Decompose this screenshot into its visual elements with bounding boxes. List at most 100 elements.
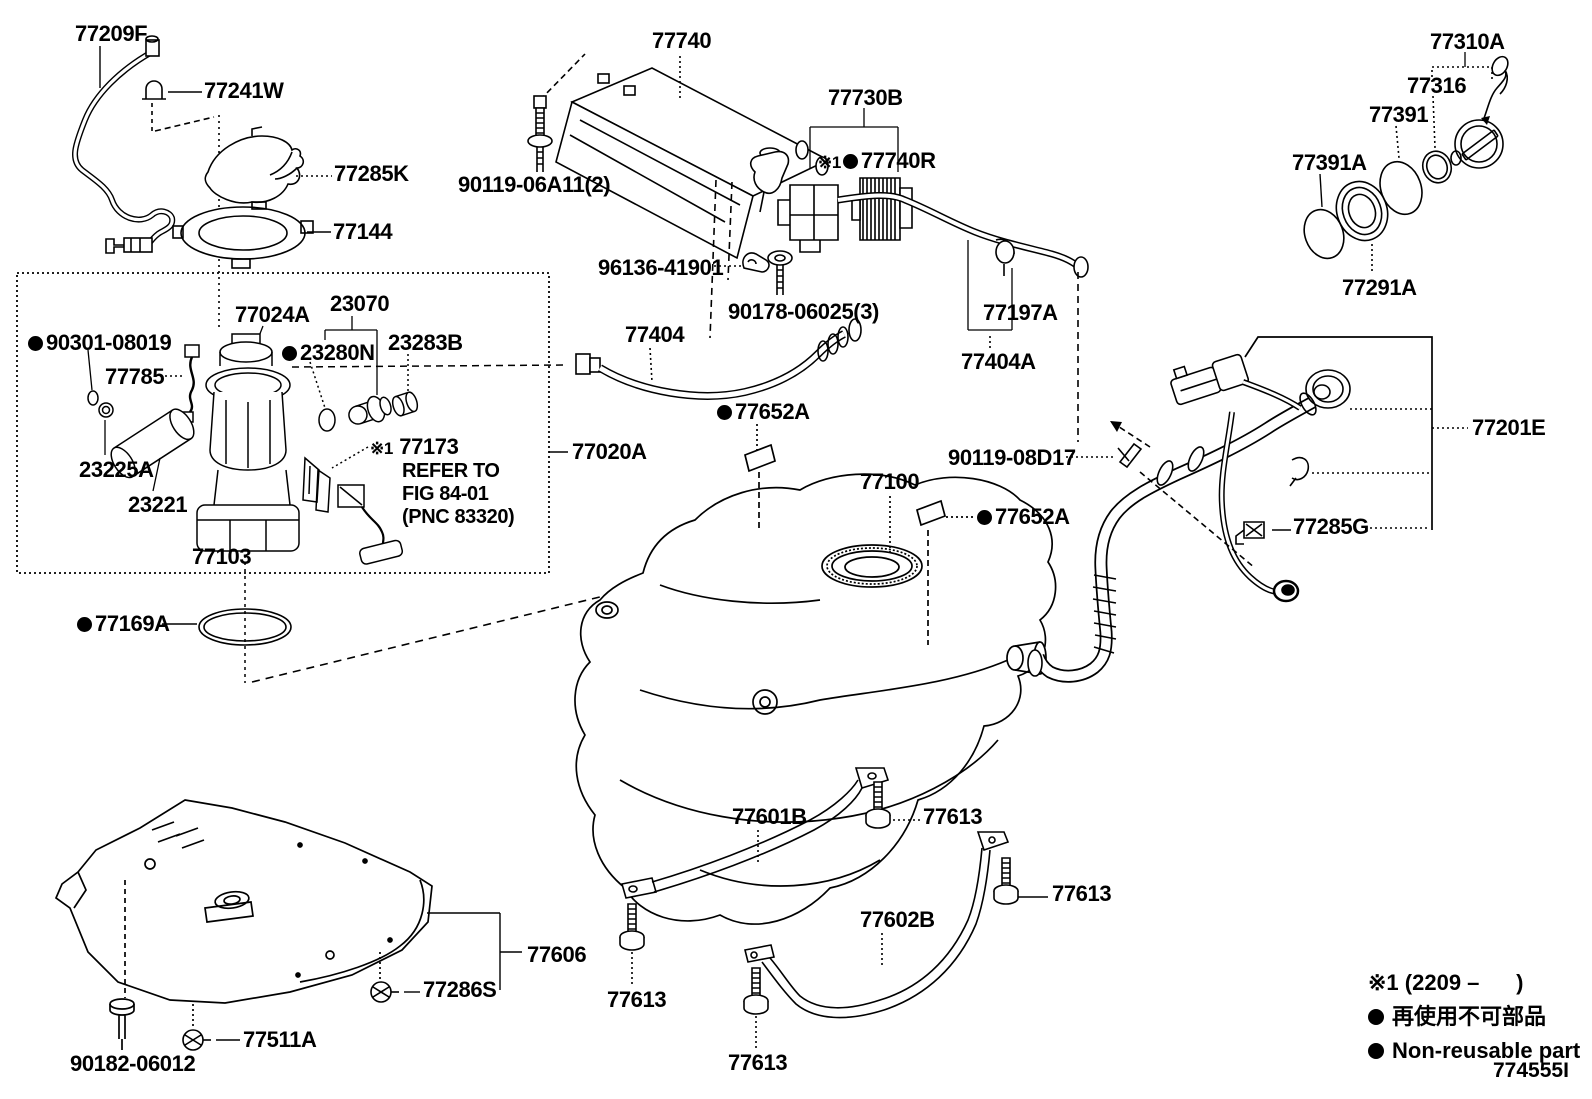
part-number-text: 77404 — [625, 322, 685, 347]
non-reusable-dot — [1368, 1009, 1384, 1026]
part-number-text: 77316 — [1407, 73, 1467, 98]
fuel-pump-77020A-drawing — [87, 316, 569, 683]
part-number-text: 77100 — [860, 469, 920, 494]
part-label-23225A: 23225A — [79, 458, 154, 481]
filler-pipe-77201E-drawing — [1027, 336, 1468, 683]
non-reusable-dot — [842, 154, 858, 169]
part-label-23221: 23221 — [128, 492, 188, 517]
part-label-77740: 77740 — [652, 28, 712, 53]
part-label-77404: 77404 — [625, 322, 685, 347]
part-label-90119-06A11(2): 90119-06A11(2) — [458, 172, 611, 197]
part-number-text: 77391 — [1369, 102, 1429, 127]
part-label-90301-08019: 90301-08019 — [28, 330, 172, 355]
oring-77169A-drawing — [162, 526, 887, 683]
part-label-77316: 77316 — [1407, 73, 1467, 98]
protector-77285K-drawing — [204, 126, 332, 204]
figure-code: 774555I — [1493, 1059, 1569, 1082]
part-label-77652A: 77652A — [717, 400, 810, 423]
part-number-text: 77785 — [105, 364, 165, 389]
hose-77404-drawing — [575, 318, 862, 400]
part-number-text: 77197A — [983, 300, 1058, 325]
part-label-77103: 77103 — [192, 544, 252, 569]
part-number-text: 77740 — [652, 28, 712, 53]
part-number-text: 90119-06A11(2) — [458, 172, 611, 197]
legend-jp-text: 再使用不可部品 — [1392, 1004, 1547, 1030]
part-number-text: 77201E — [1472, 415, 1546, 440]
part-number-text: 77241W — [204, 78, 284, 103]
retainer-77144-drawing — [172, 201, 331, 269]
part-number-text: 77103 — [192, 544, 252, 569]
part-number-text: FIG 84-01 — [402, 483, 489, 505]
part-label-77169A: 77169A — [77, 612, 170, 635]
part-label-77606: 77606 — [527, 942, 587, 967]
part-number-text: 77144 — [333, 219, 393, 244]
part-label-77601B: 77601B — [732, 805, 807, 828]
part-number-text: (PNC 83320) — [402, 506, 515, 528]
part-number-text: 23225A — [79, 457, 154, 482]
legend-note-en: Non-reusable part — [1368, 1037, 1580, 1065]
part-number-text: 77511A — [243, 1027, 317, 1052]
part-label-77144: 77144 — [333, 219, 393, 244]
part-label-90178-06025(3): 90178-06025(3) — [728, 300, 879, 323]
part-number-text: 77613 — [923, 804, 983, 829]
tank-bands-drawing — [619, 767, 1048, 1048]
part-label-77285G: 77285G — [1293, 515, 1369, 538]
part-label-77201E: 77201E — [1472, 415, 1546, 440]
part-number-text: 90119-08D17 — [948, 445, 1076, 470]
part-label-77241W: 77241W — [204, 79, 284, 102]
part-label-REFERTO: REFER TO — [402, 461, 500, 482]
non-reusable-dot — [717, 405, 732, 420]
part-number-text: 77209F — [75, 21, 148, 46]
legend-note-jp: 再使用不可部品 — [1368, 1003, 1580, 1031]
part-number-text: 77310A — [1430, 29, 1505, 54]
part-number-text: 77173 — [399, 434, 459, 459]
fuel-tank-77100-drawing — [574, 424, 1057, 925]
part-label-(PNC83320): (PNC 83320) — [402, 506, 515, 528]
part-number-text: 77613 — [1052, 881, 1112, 906]
non-reusable-dot — [977, 510, 992, 525]
valve-cluster-77730B-drawing — [714, 108, 1089, 442]
part-label-96136-41901: 96136-41901 — [598, 256, 724, 279]
part-number-text: 90301-08019 — [46, 330, 172, 355]
part-label-77391: 77391 — [1369, 102, 1429, 127]
part-label-77285K: 77285K — [334, 162, 409, 185]
part-label-77197A: 77197A — [983, 301, 1058, 324]
part-number-text: 90182-06012 — [70, 1051, 196, 1076]
part-label-77286S: 77286S — [423, 978, 497, 1001]
part-label-77652A: 77652A — [977, 505, 1070, 528]
part-label-77310A: 77310A — [1430, 30, 1505, 53]
part-number-text: 23280N — [300, 340, 375, 365]
part-number-text: 23283B — [388, 330, 463, 355]
part-number-text: 23221 — [128, 492, 188, 517]
part-number-text: 77020A — [572, 439, 647, 464]
part-label-77511A: 77511A — [243, 1027, 317, 1052]
part-number-text: 77285K — [334, 161, 409, 186]
part-number-text: 77391A — [1292, 150, 1367, 175]
part-number-text: 77024A — [235, 302, 310, 327]
part-label-90182-06012: 90182-06012 — [70, 1051, 196, 1076]
part-label-77173: ※1 77173 — [370, 434, 459, 459]
part-number-text: 77285G — [1293, 514, 1369, 539]
part-label-90119-08D17: 90119-08D17 — [948, 446, 1076, 469]
part-number-text: 77602B — [860, 907, 935, 932]
part-label-77613: 77613 — [923, 804, 983, 829]
part-label-77024A: 77024A — [235, 303, 310, 326]
part-label-77391A: 77391A — [1292, 151, 1367, 174]
part-number-text: 77606 — [527, 942, 587, 967]
part-label-23280N: 23280N — [282, 341, 375, 364]
part-label-23283B: 23283B — [388, 331, 463, 354]
part-label-77209F: 77209F — [75, 21, 148, 46]
legend-note-date: ※1 (2209 – ) — [1368, 970, 1524, 995]
part-number-text: 77740R — [860, 148, 936, 173]
part-label-77740R: ※1 77740R — [818, 149, 936, 172]
part-number-text: 77169A — [95, 611, 170, 636]
legend-en-text: Non-reusable part — [1392, 1038, 1581, 1064]
non-reusable-dot — [28, 336, 43, 351]
part-label-77730B: 77730B — [828, 86, 903, 109]
note-ref-mark: ※1 — [370, 439, 398, 458]
note-ref-mark: ※1 — [818, 153, 841, 172]
pump-kit-box — [16, 272, 568, 574]
part-label-77613: 77613 — [1052, 881, 1112, 906]
